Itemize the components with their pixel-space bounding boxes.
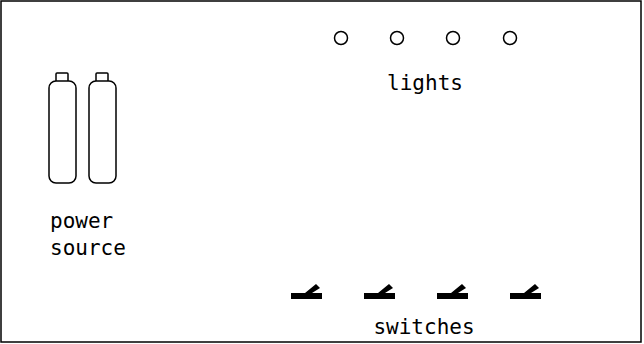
switch-symbols — [291, 284, 541, 299]
battery-symbols — [49, 73, 116, 183]
part-label: lights — [387, 70, 463, 97]
part-label: switches — [373, 314, 474, 341]
light-symbols — [335, 32, 517, 45]
part-label: power source — [50, 208, 150, 262]
